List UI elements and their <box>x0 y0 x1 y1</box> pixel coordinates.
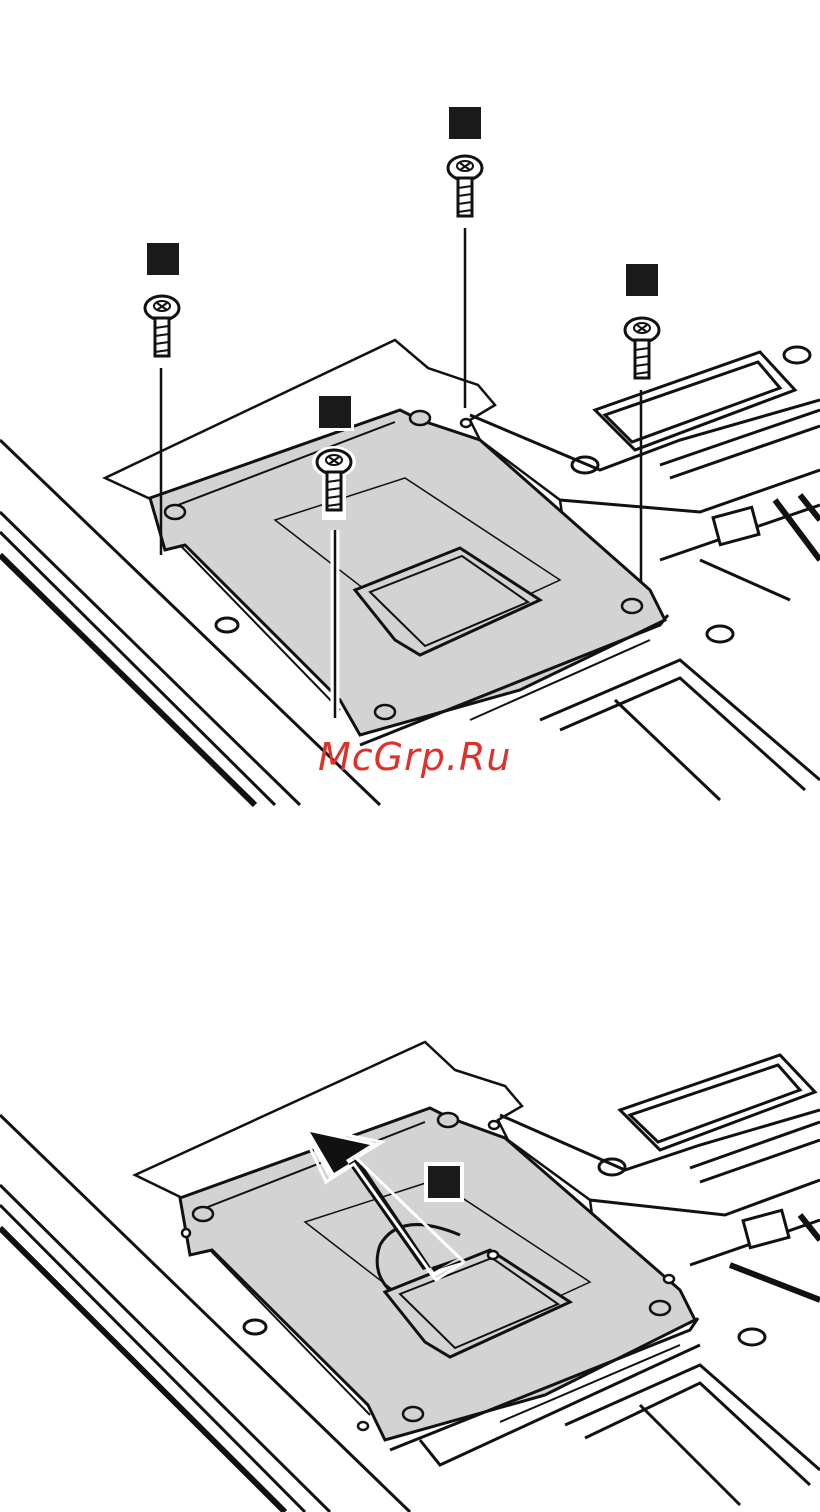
step-marker <box>626 264 658 296</box>
step-marker <box>319 396 351 428</box>
watermark-text: McGrp.Ru <box>318 735 511 779</box>
step-marker <box>449 107 481 139</box>
step-marker <box>428 1166 460 1198</box>
bottom-figure <box>0 1042 820 1512</box>
top-figure <box>0 107 820 805</box>
screw-icon <box>448 156 482 216</box>
screw-icon <box>625 318 659 378</box>
step-marker <box>147 243 179 275</box>
screw-icon <box>145 296 179 356</box>
